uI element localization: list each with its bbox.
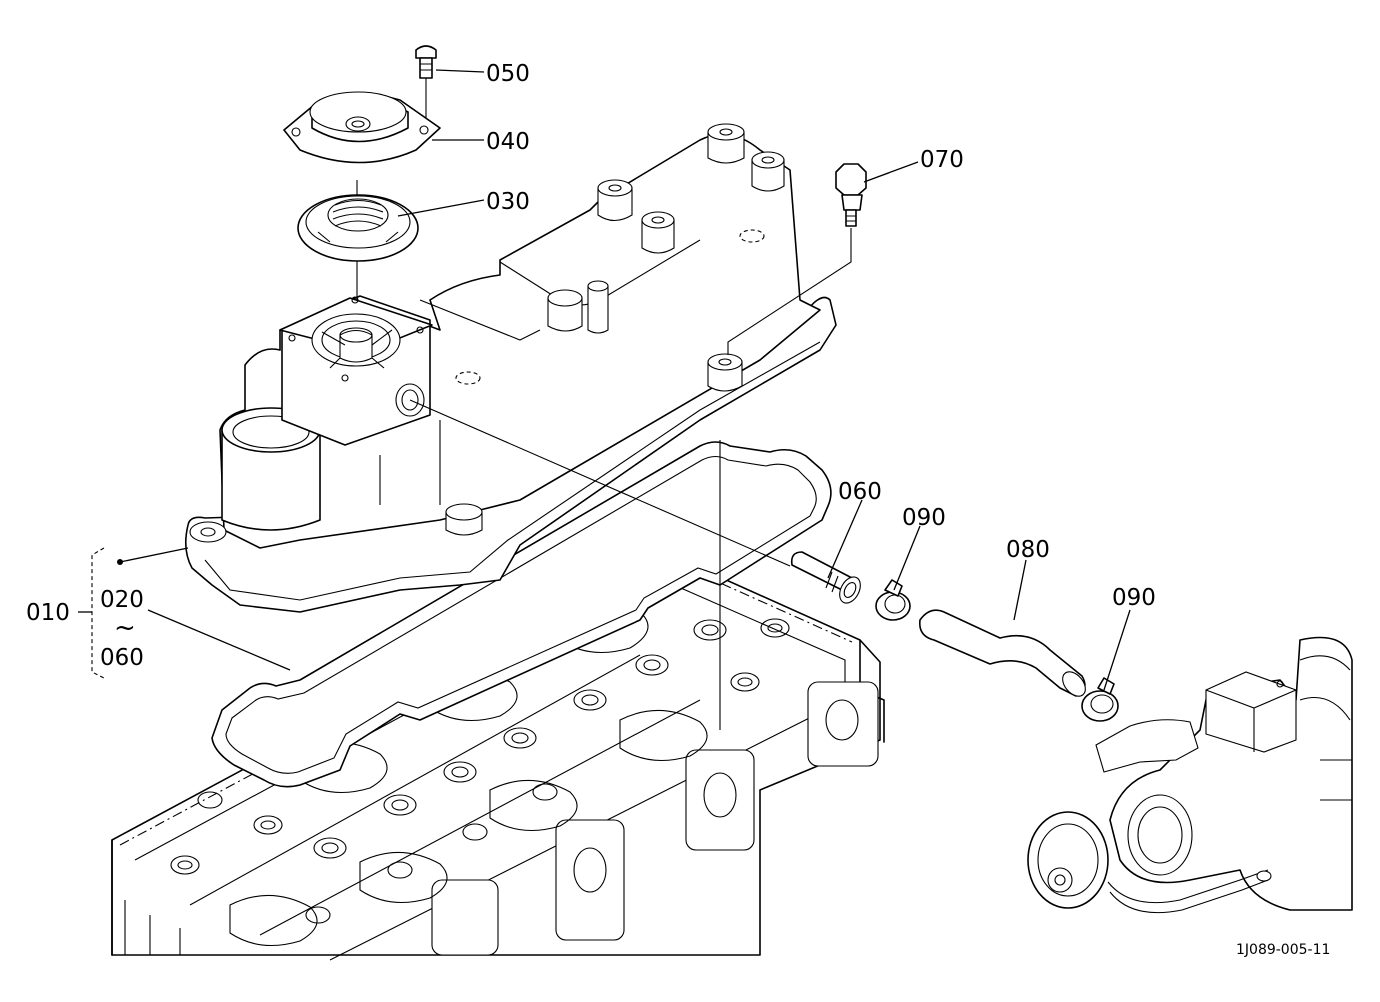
breather-cap xyxy=(283,91,441,164)
breather-spring-valve xyxy=(297,194,419,262)
callout-range-separator: ~ xyxy=(114,613,136,643)
turbocharger xyxy=(1027,636,1353,914)
callout-060-range-end: 060 xyxy=(100,645,144,671)
callout-070: 070 xyxy=(920,147,964,173)
callout-020: 020 xyxy=(100,587,144,613)
breather-pipe xyxy=(790,551,861,604)
callout-leaders xyxy=(78,69,1131,691)
hose-clamp xyxy=(875,579,911,621)
cylinder-head xyxy=(111,542,885,961)
breather-hose xyxy=(918,609,1086,697)
callout-090-right: 090 xyxy=(1112,585,1156,611)
cap-screw xyxy=(415,45,437,79)
bolt xyxy=(835,163,867,227)
callout-060: 060 xyxy=(838,479,882,505)
callout-030: 030 xyxy=(486,189,530,215)
callout-080: 080 xyxy=(1006,537,1050,563)
hose-clamp xyxy=(1081,677,1119,722)
callout-050: 050 xyxy=(486,61,530,87)
callout-010: 010 xyxy=(26,600,70,626)
figure-id: 1J089-005-11 xyxy=(1236,942,1330,958)
callout-040: 040 xyxy=(486,129,530,155)
head-cover xyxy=(184,123,837,613)
callout-090-left: 090 xyxy=(902,505,946,531)
